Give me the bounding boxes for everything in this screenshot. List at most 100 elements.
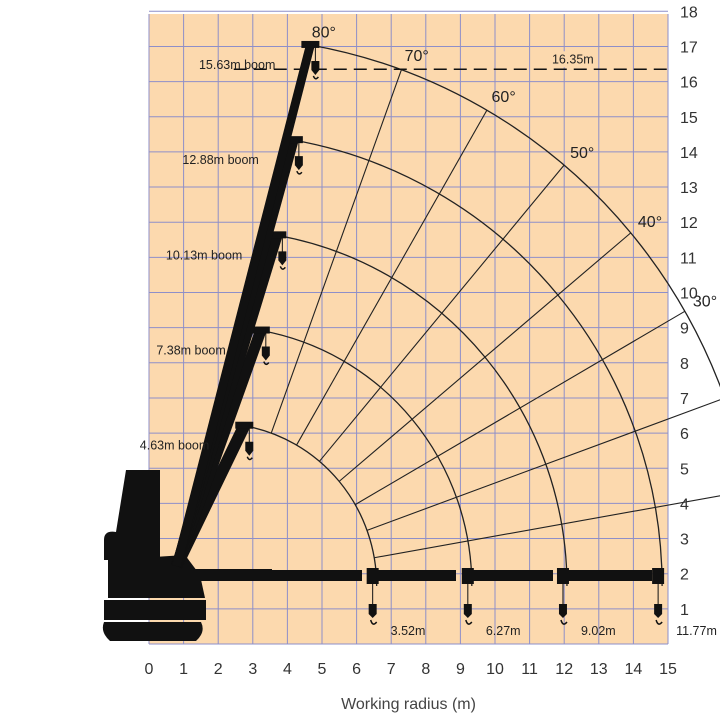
y-tick-label: 12 xyxy=(680,215,698,232)
boom-head xyxy=(251,326,270,334)
hook xyxy=(296,170,303,175)
boom-angle-lines xyxy=(270,69,720,559)
boom-raised xyxy=(172,43,315,568)
angle-line xyxy=(270,69,402,434)
labels: 4.63m boom 3.52m 7.38m boom 6.27m 10.13m boo… xyxy=(140,24,717,638)
angle-label: 50° xyxy=(570,145,594,162)
y-tick-label: 5 xyxy=(680,461,689,478)
boom-length-label: 4.63m boom xyxy=(140,439,209,453)
angle-label: 40° xyxy=(638,214,662,231)
boom-positions xyxy=(171,40,665,625)
y-tick-label: 18 xyxy=(680,4,698,21)
boom-head xyxy=(301,40,320,48)
y-tick-label: 6 xyxy=(680,426,689,443)
y-tick-label: 4 xyxy=(680,496,689,513)
hook-block xyxy=(654,604,663,618)
angle-label: 70° xyxy=(405,48,429,65)
boom-length-label: 15.63m boom xyxy=(199,58,275,72)
hook xyxy=(655,619,663,625)
crane-mast-base xyxy=(104,470,160,560)
x-tick-label: 12 xyxy=(555,661,573,678)
boom-horizontal-head xyxy=(556,568,569,584)
x-tick-label: 14 xyxy=(625,661,643,678)
boom-horizontal-head xyxy=(461,568,474,584)
angle-line xyxy=(296,109,488,446)
working-radius-label: 11.77m xyxy=(676,624,717,638)
x-axis-title: Working radius (m) xyxy=(341,696,476,713)
hook xyxy=(312,75,319,80)
boom-length-label: 12.88m boom xyxy=(182,153,258,167)
working-radius-label: 6.27m xyxy=(486,624,521,638)
hook-block xyxy=(558,604,567,618)
angle-line xyxy=(338,232,632,482)
boom-horizontal-section xyxy=(568,570,652,581)
x-tick-label: 8 xyxy=(421,661,430,678)
boom-length-label: 7.38m boom xyxy=(156,344,225,358)
working-radius-label: 9.02m xyxy=(581,624,616,638)
x-tick-label: 3 xyxy=(248,661,257,678)
y-tick-label: 8 xyxy=(680,356,689,373)
angle-label: 80° xyxy=(312,24,336,41)
hook-block xyxy=(278,251,287,266)
y-tick-label: 16 xyxy=(680,75,698,92)
angle-label: 60° xyxy=(492,89,516,106)
x-tick-label: 6 xyxy=(352,661,361,678)
working-arc xyxy=(310,44,720,388)
boom-horizontal-head xyxy=(652,568,665,584)
boom-horizontal-section xyxy=(472,570,553,581)
boom-length-label: 10.13m boom xyxy=(166,248,242,262)
y-tick-label: 1 xyxy=(680,602,689,619)
boom-head xyxy=(235,421,254,429)
chart-background xyxy=(149,14,668,644)
max-height-label: 16.35m xyxy=(552,52,594,66)
y-tick-label: 11 xyxy=(680,250,697,267)
hook xyxy=(465,619,473,625)
boom-head xyxy=(268,231,287,239)
x-tick-label: 11 xyxy=(521,661,538,678)
angle-line xyxy=(354,310,686,506)
x-tick-label: 9 xyxy=(456,661,465,678)
x-tick-label: 15 xyxy=(659,661,677,678)
y-tick-label: 9 xyxy=(680,321,689,338)
hook xyxy=(369,619,378,625)
boom-horizontal-section xyxy=(374,570,456,581)
hook-block xyxy=(311,60,320,75)
boom-horizontal-section xyxy=(272,570,362,581)
angle-label: 30° xyxy=(693,294,717,311)
boom-root xyxy=(182,569,272,581)
hook xyxy=(246,456,253,461)
max-height-line: 16.35m xyxy=(233,51,668,71)
hook xyxy=(279,266,286,270)
hook-block xyxy=(294,156,303,171)
y-tick-label: 17 xyxy=(680,39,698,56)
x-tick-label: 4 xyxy=(283,661,292,678)
angle-line xyxy=(319,164,565,462)
x-tick-label: 5 xyxy=(318,661,327,678)
x-tick-label: 1 xyxy=(179,661,188,678)
hook xyxy=(560,619,568,625)
grid xyxy=(148,10,669,645)
max-height-label-bg xyxy=(547,51,598,68)
working-radius-label: 3.52m xyxy=(391,624,426,638)
y-tick-label: 15 xyxy=(680,110,698,127)
hook-block xyxy=(261,346,270,361)
crawler-upper xyxy=(104,600,206,620)
y-tick-label: 14 xyxy=(680,145,698,162)
x-tick-label: 10 xyxy=(486,661,504,678)
x-tick-label: 2 xyxy=(214,661,223,678)
y-tick-label: 3 xyxy=(680,532,689,549)
y-tick-label: 2 xyxy=(680,567,689,584)
hook-block xyxy=(463,604,472,618)
x-tick-label: 7 xyxy=(387,661,396,678)
hook-block xyxy=(368,604,377,618)
hook xyxy=(263,361,270,366)
boom-head xyxy=(284,136,303,144)
y-tick-label: 10 xyxy=(680,286,698,303)
y-tick-label: 13 xyxy=(680,180,698,197)
crawler-track xyxy=(102,622,203,641)
hook-block xyxy=(245,441,254,456)
x-tick-label: 13 xyxy=(590,661,608,678)
